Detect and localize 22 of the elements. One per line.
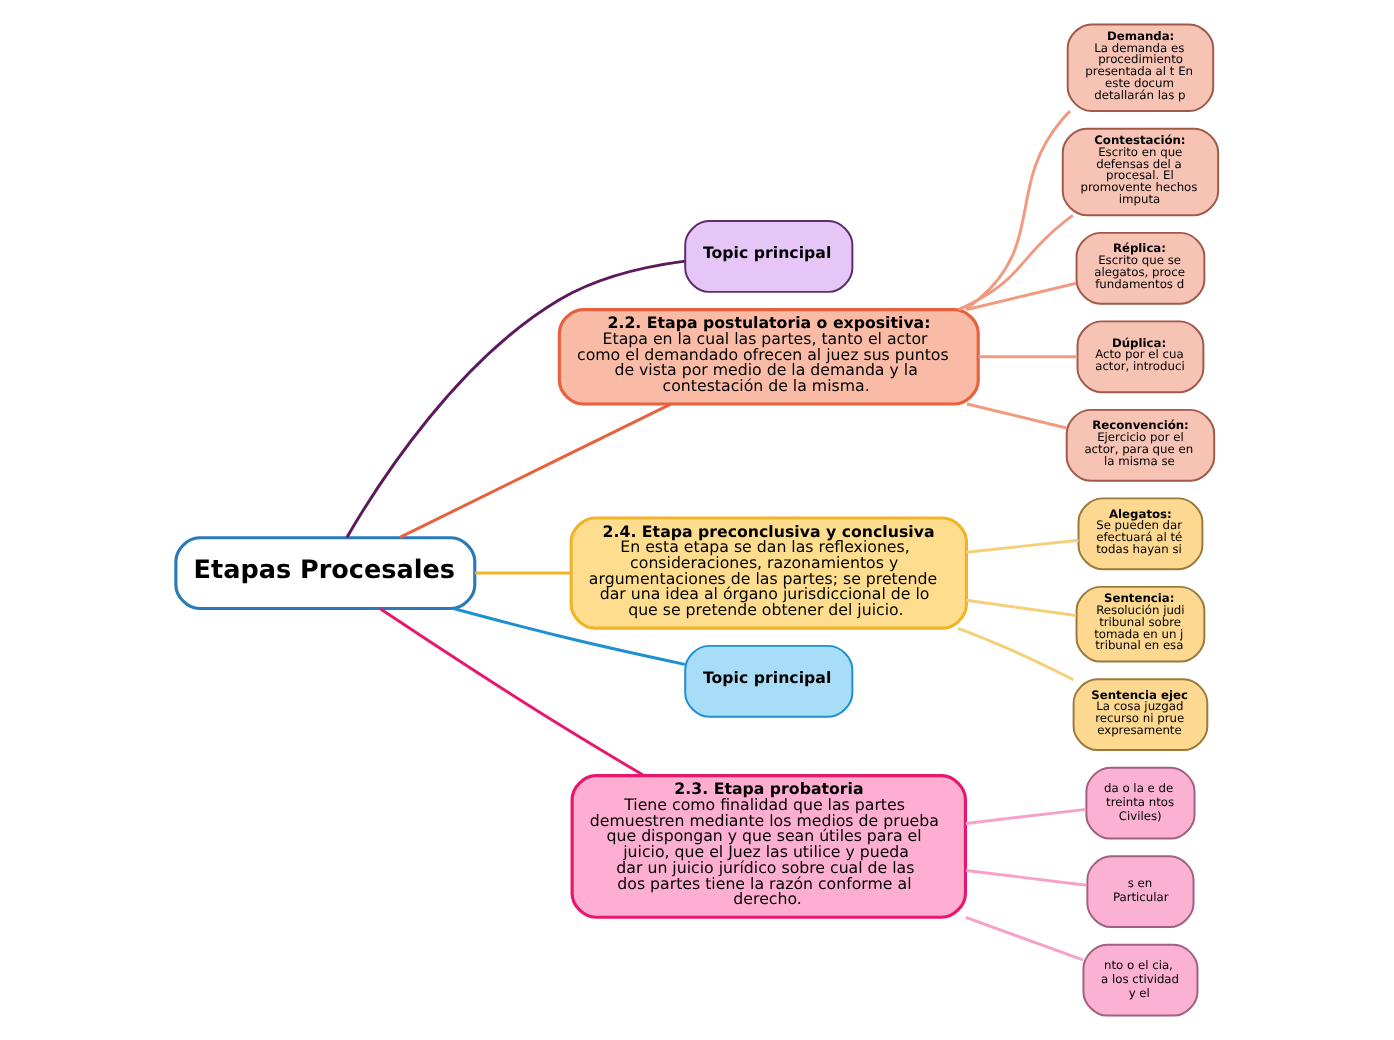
connector <box>474 571 571 575</box>
connector <box>965 916 1084 962</box>
node-box: 2.2. Etapa postulatoria o expositiva: Etapa en la cual las partes, tanto el actor como el demandado ofrecen al juez sus puntos de vista por medio de la demanda y la contestación de la misma. <box>557 308 980 406</box>
connector <box>966 538 1079 554</box>
node-box: 2.4. Etapa preconclusiva y conclusiva En esta etapa se dan las reflexiones, consideraciones, razonamientos y argumentaciones de las partes; se pretende dar una idea al órgano jurisdiccional de lo que se pretende obtener del juicio. <box>569 516 968 630</box>
connector <box>964 110 1072 311</box>
node-box: Topic principal <box>684 644 854 718</box>
node-box: 2.3. Etapa probatoria Tiene como finalidad que las partes demuestren mediante los medios de prueba que dispongan y que sean útiles para el juicio, que el Juez las utilice y pueda dar un juicio jurídico sobre cual de las dos partes tiene la razón conforme al derecho. <box>570 774 967 919</box>
connector <box>966 281 1077 311</box>
connector <box>966 402 1067 430</box>
node-box: Topic principal <box>684 220 854 293</box>
connector <box>345 259 686 538</box>
connector <box>453 607 686 666</box>
connector <box>965 807 1087 825</box>
connector <box>966 598 1077 617</box>
node-box: Etapas Procesales <box>174 536 477 611</box>
connector <box>399 403 671 539</box>
connector <box>957 626 1074 681</box>
connector <box>978 355 1078 359</box>
connector <box>379 607 645 777</box>
connector <box>958 214 1074 311</box>
connector <box>965 869 1087 887</box>
